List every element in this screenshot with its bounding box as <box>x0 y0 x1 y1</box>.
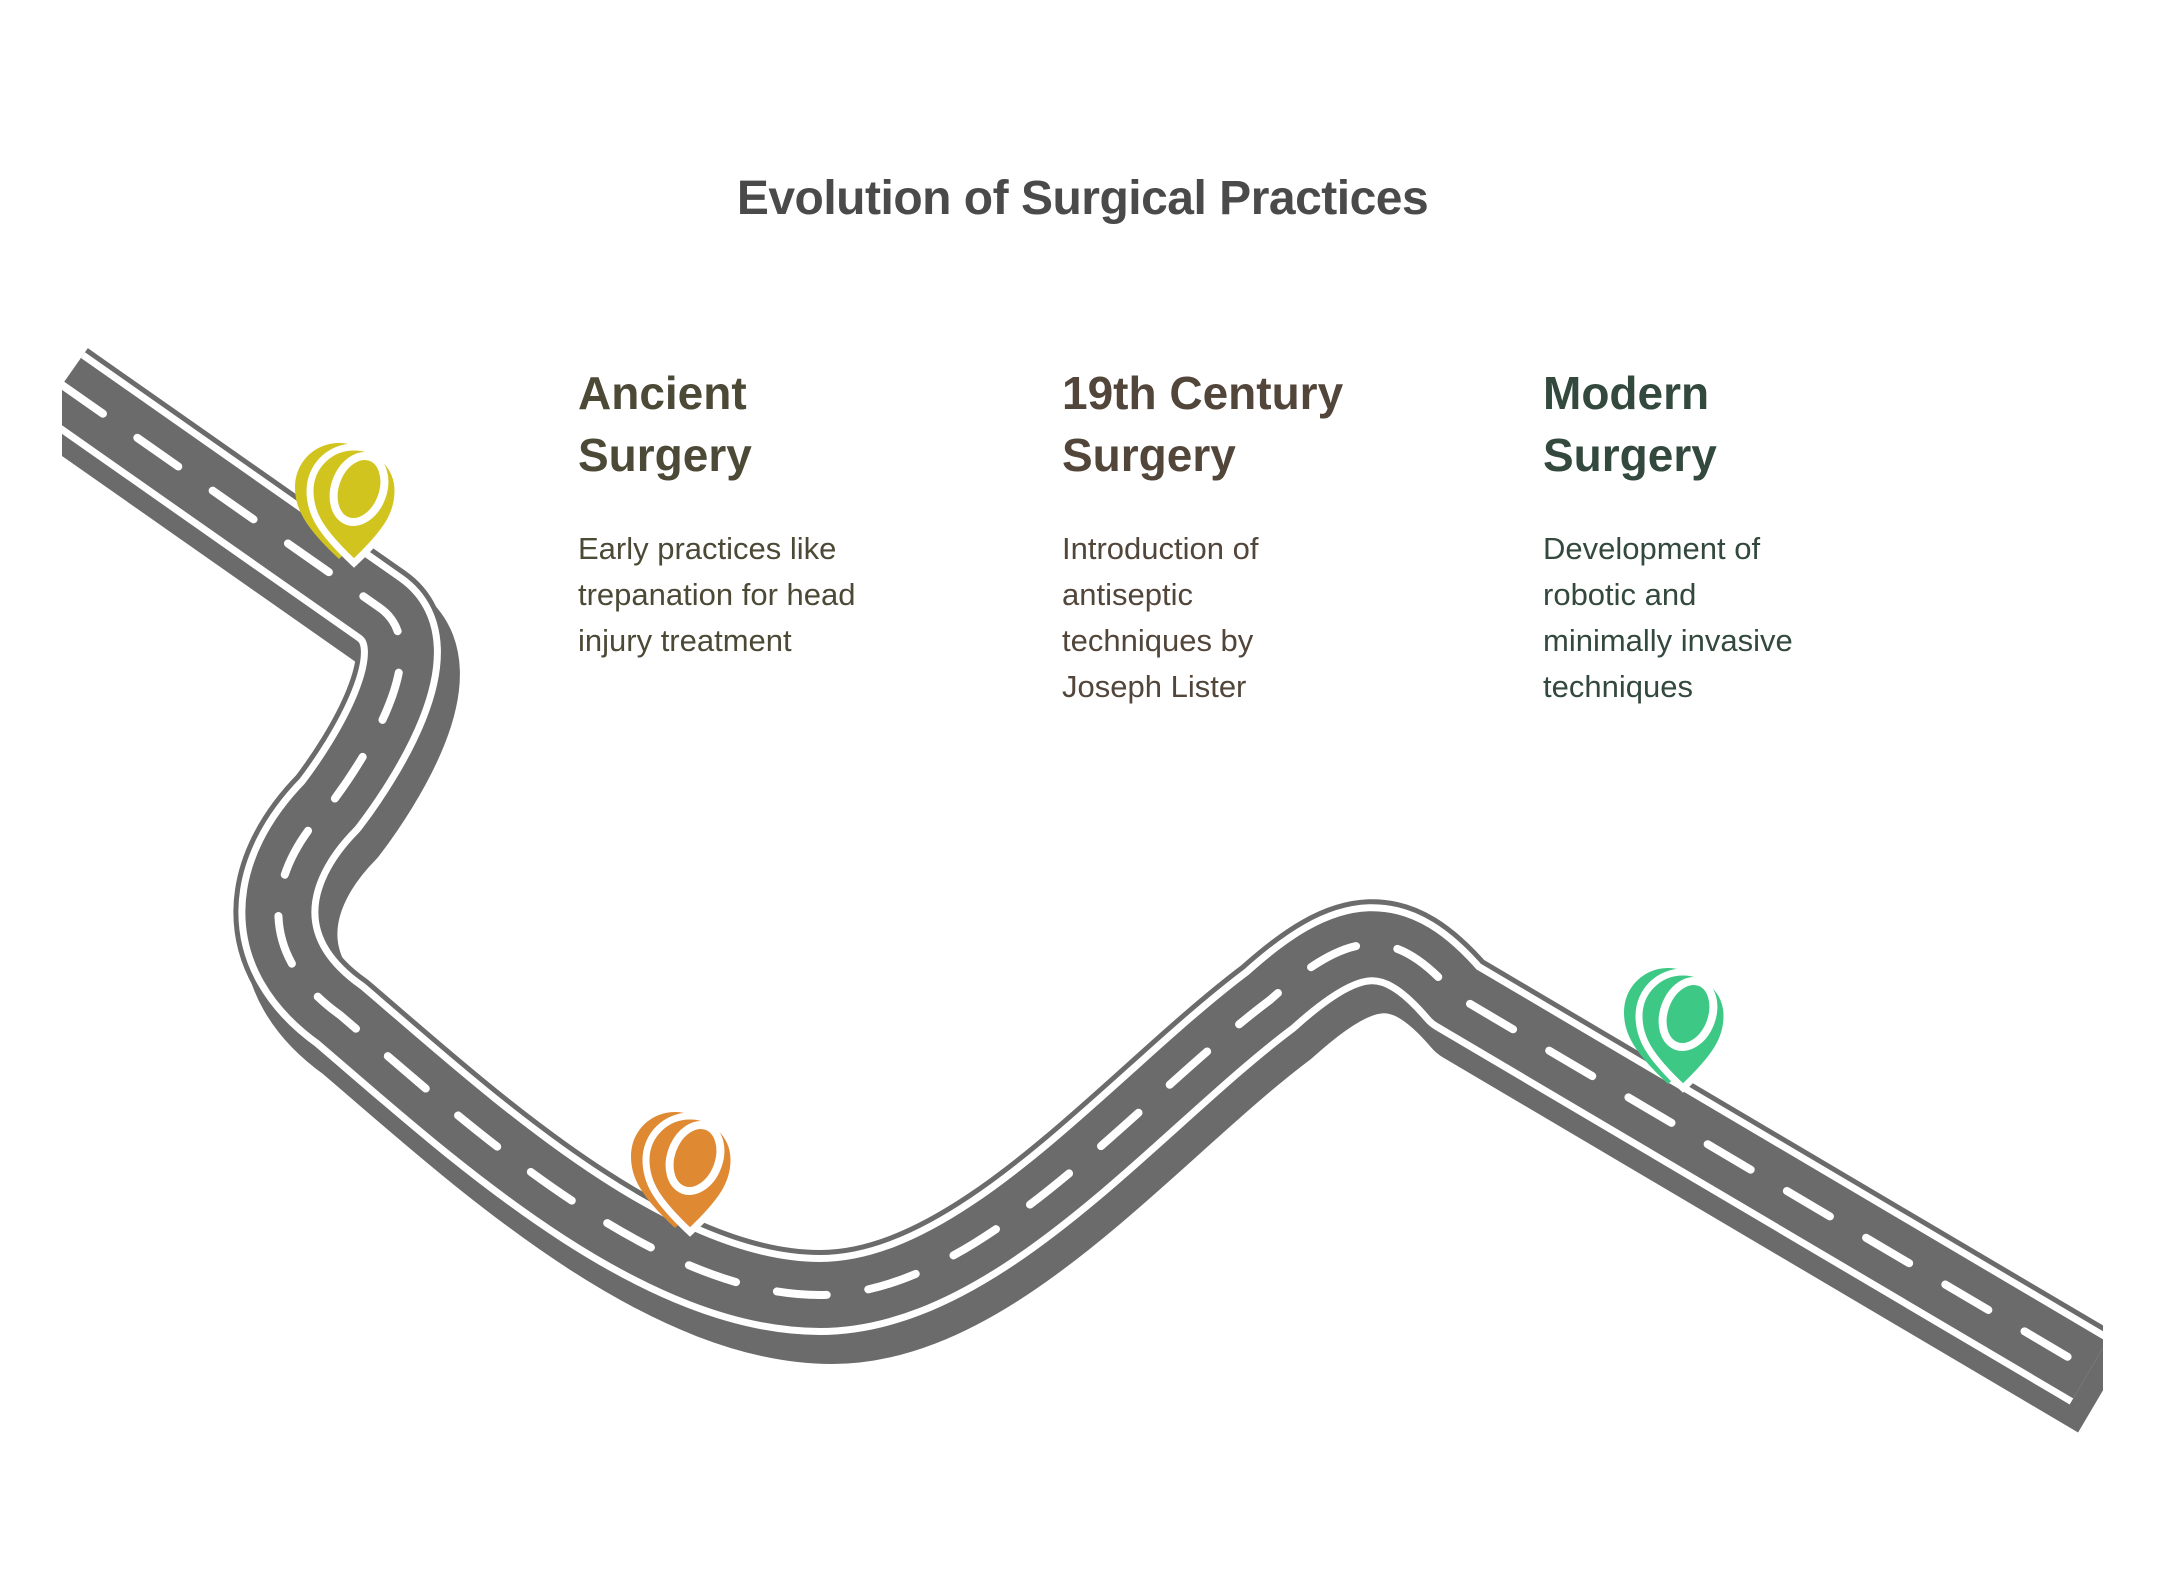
milestone-heading: 19th Century Surgery <box>1062 367 1344 481</box>
pin-ring <box>1658 977 1718 1051</box>
location-pin-modern <box>1624 968 1731 1093</box>
milestone-description: Development of robotic and minimally inv… <box>1543 531 1793 704</box>
milestone-19th-century-surgery: 19th Century Surgery Introduction of ant… <box>1062 362 1402 710</box>
pin-front-layer <box>306 443 402 568</box>
pin-front-layer <box>642 1112 738 1237</box>
pin-front-layer <box>1635 968 1731 1093</box>
location-pin-ancient <box>295 443 402 568</box>
location-pin-19th-century <box>631 1112 738 1237</box>
pin-ring <box>329 452 389 526</box>
milestone-heading: Modern Surgery <box>1543 367 1717 481</box>
milestone-modern-surgery: Modern Surgery Development of robotic an… <box>1543 362 1883 710</box>
milestone-ancient-surgery: Ancient Surgery Early practices like tre… <box>578 362 918 664</box>
milestone-description: Introduction of antiseptic techniques by… <box>1062 531 1259 704</box>
page-title: Evolution of Surgical Practices <box>736 172 1429 225</box>
milestone-heading: Ancient Surgery <box>578 367 752 481</box>
pin-ring <box>665 1121 725 1195</box>
milestone-description: Early practices like trepanation for hea… <box>578 531 856 658</box>
